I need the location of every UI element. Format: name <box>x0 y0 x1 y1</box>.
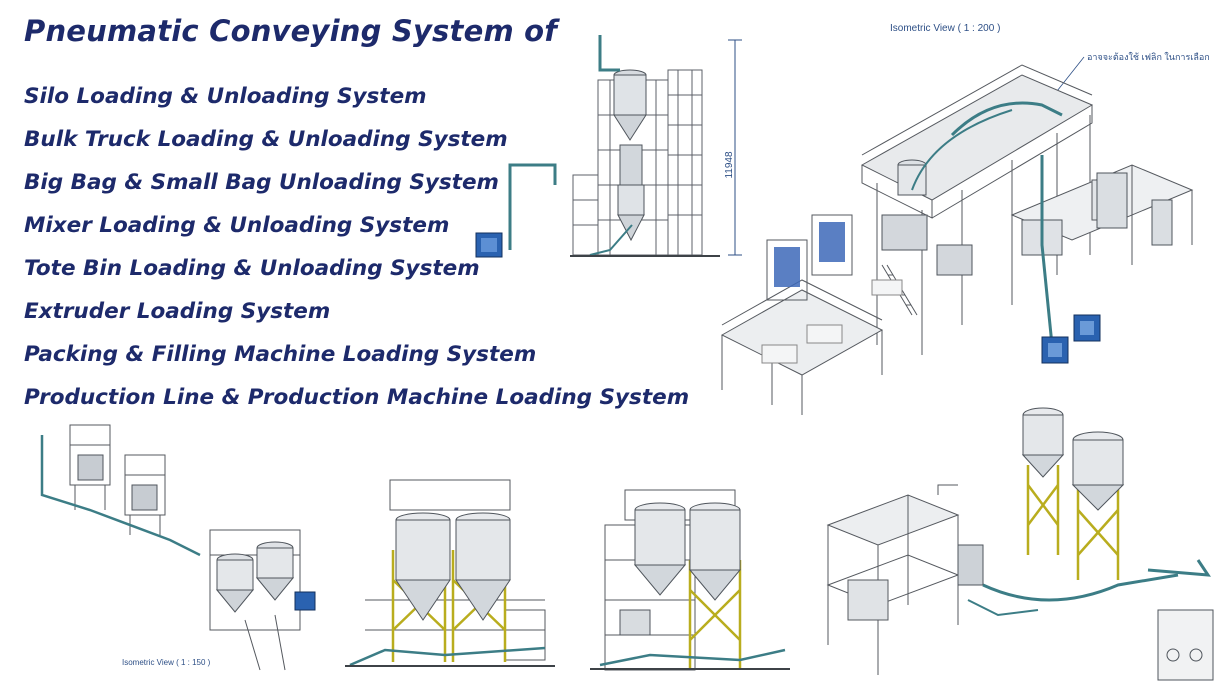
system-item: Big Bag & Small Bag Unloading System <box>24 170 499 195</box>
system-item: Packing & Filling Machine Loading System <box>24 342 537 367</box>
system-item: Extruder Loading System <box>24 299 331 324</box>
thai-note-label: อาจจะต้องใช้ เฟลิก ในการเลือก <box>1087 52 1210 62</box>
isometric-view-label: Isometric View ( 1 : 200 ) <box>890 23 1000 34</box>
silo-platform-drawing <box>826 407 1214 681</box>
isometric-view-small-label: Isometric View ( 1 : 150 ) <box>122 658 211 667</box>
twin-silo-drawing <box>345 479 555 667</box>
tower-height-dimension: 11948 <box>724 151 735 179</box>
system-item: Production Line & Production Machine Loa… <box>24 385 690 410</box>
bag-silo-system-drawing: Isometric View ( 1 : 150 ) <box>40 424 316 671</box>
page-title: Pneumatic Conveying System of <box>24 14 558 48</box>
system-item: Mixer Loading & Unloading System <box>24 213 450 238</box>
tower-system-drawing: 11948 <box>475 35 742 258</box>
isometric-plant-drawing: Isometric View ( 1 : 200 ) อาจจะต้องใช้ … <box>720 23 1210 415</box>
system-list: Silo Loading & Unloading System Bulk Tru… <box>24 83 689 427</box>
system-item: Tote Bin Loading & Unloading System <box>24 256 480 281</box>
system-item: Bulk Truck Loading & Unloading System <box>24 127 508 152</box>
system-item: Silo Loading & Unloading System <box>24 84 427 109</box>
silo-tower-drawing <box>590 489 790 671</box>
